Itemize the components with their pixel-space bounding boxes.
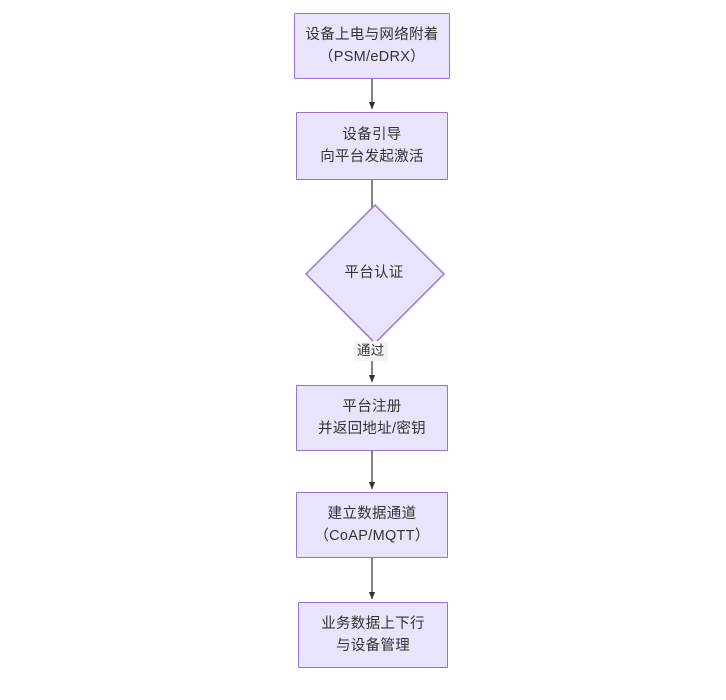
node-data-channel-line-2: （CoAP/MQTT） (314, 528, 430, 544)
node-power-on-line-1: 设备上电与网络附着 (305, 27, 439, 43)
node-business-data-line-1: 业务数据上下行 (321, 616, 425, 632)
node-data-channel[interactable]: 建立数据通道 （CoAP/MQTT） (296, 492, 448, 558)
edge-label-pass: 通过 (354, 341, 388, 361)
node-bootstrap[interactable]: 设备引导 向平台发起激活 (296, 112, 448, 180)
node-power-on[interactable]: 设备上电与网络附着 （PSM/eDRX） (294, 13, 450, 79)
node-business-data-line-2: 与设备管理 (336, 638, 410, 654)
node-platform-register-line-2: 并返回地址/密钥 (318, 421, 426, 437)
node-bootstrap-line-2: 向平台发起激活 (320, 149, 424, 165)
node-platform-auth-label: 平台认证 (344, 265, 404, 281)
node-power-on-line-2: （PSM/eDRX） (318, 49, 426, 65)
node-platform-register[interactable]: 平台注册 并返回地址/密钥 (296, 385, 448, 451)
node-bootstrap-line-1: 设备引导 (342, 127, 402, 143)
node-data-channel-line-1: 建立数据通道 (327, 506, 417, 522)
node-platform-register-line-1: 平台注册 (342, 399, 402, 415)
node-business-data[interactable]: 业务数据上下行 与设备管理 (298, 602, 448, 668)
node-platform-auth[interactable]: 平台认证 (305, 204, 445, 344)
